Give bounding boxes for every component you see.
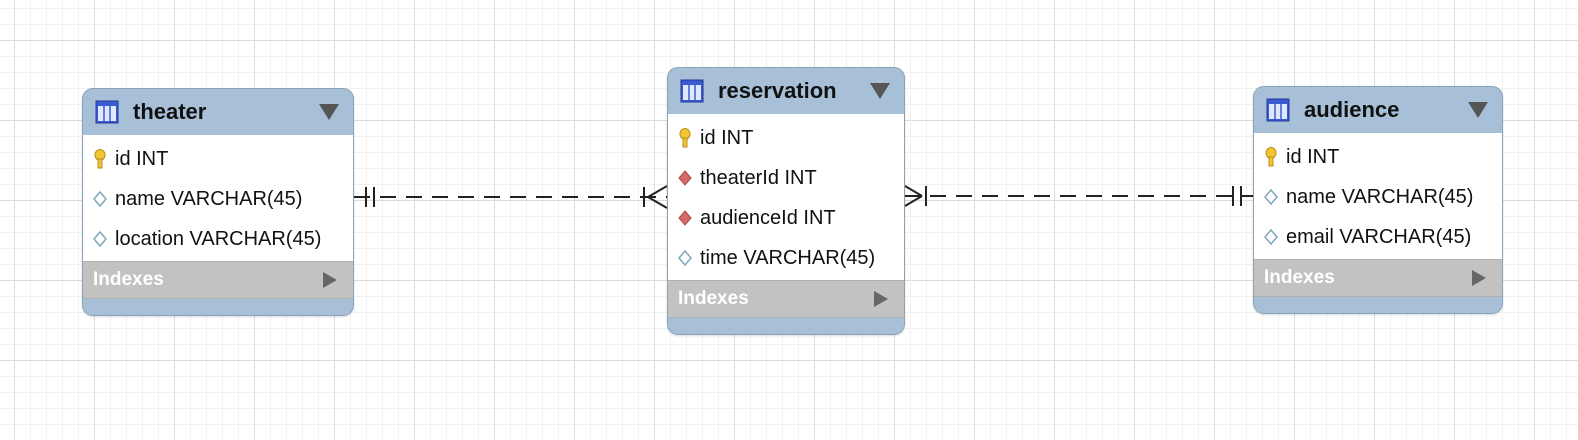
- relationship-reservation-audience[interactable]: [904, 185, 1253, 207]
- collapse-arrow-icon[interactable]: [319, 104, 339, 120]
- foreign-key-diamond-icon: [678, 170, 692, 186]
- column-label: id INT: [115, 147, 169, 170]
- column-label: location VARCHAR(45): [115, 227, 322, 250]
- indexes-label: Indexes: [678, 288, 749, 309]
- expand-arrow-icon[interactable]: [874, 291, 888, 307]
- column-row[interactable]: id INT: [83, 139, 353, 179]
- primary-key-icon: [1265, 147, 1277, 167]
- entity-title: reservation: [718, 78, 837, 103]
- column-label: audienceId INT: [700, 206, 836, 229]
- column-list: id INT theaterId INT audienceId INT time…: [668, 114, 904, 280]
- column-diamond-icon: [678, 249, 692, 267]
- entity-header[interactable]: reservation: [668, 68, 904, 114]
- column-diamond-icon: [1264, 188, 1278, 206]
- column-label: theaterId INT: [700, 166, 817, 189]
- column-row[interactable]: id INT: [1254, 137, 1502, 177]
- column-row[interactable]: id INT: [668, 118, 904, 158]
- primary-key-icon: [679, 128, 691, 148]
- entity-title: audience: [1304, 97, 1400, 122]
- entity-title: theater: [133, 99, 207, 124]
- table-icon: [95, 100, 119, 124]
- primary-key-icon: [94, 149, 106, 169]
- table-icon: [1266, 98, 1290, 122]
- collapse-arrow-icon[interactable]: [1468, 102, 1488, 118]
- collapse-arrow-icon[interactable]: [870, 83, 890, 99]
- table-icon: [680, 79, 704, 103]
- column-label: email VARCHAR(45): [1286, 225, 1472, 248]
- column-row[interactable]: time VARCHAR(45): [668, 238, 904, 278]
- column-row[interactable]: name VARCHAR(45): [83, 179, 353, 219]
- indexes-section[interactable]: Indexes: [668, 280, 904, 318]
- entity-footer: [83, 299, 353, 315]
- relationship-theater-reservation[interactable]: [354, 185, 668, 209]
- entity-header[interactable]: theater: [83, 89, 353, 135]
- entity-footer: [1254, 297, 1502, 313]
- column-list: id INT name VARCHAR(45) email VARCHAR(45…: [1254, 133, 1502, 259]
- column-row[interactable]: email VARCHAR(45): [1254, 217, 1502, 257]
- column-row[interactable]: audienceId INT: [668, 198, 904, 238]
- crows-foot-upper: [904, 185, 923, 197]
- column-label: name VARCHAR(45): [1286, 185, 1474, 208]
- column-label: id INT: [1286, 145, 1340, 168]
- column-label: id INT: [700, 126, 754, 149]
- entity-reservation[interactable]: reservation id INT theaterId INT: [667, 67, 905, 335]
- crows-foot-lower: [904, 195, 923, 207]
- crows-foot-upper: [647, 185, 668, 198]
- expand-arrow-icon[interactable]: [323, 272, 337, 288]
- column-label: time VARCHAR(45): [700, 246, 876, 269]
- indexes-label: Indexes: [1264, 267, 1335, 288]
- column-diamond-icon: [1264, 228, 1278, 246]
- indexes-section[interactable]: Indexes: [83, 261, 353, 299]
- entity-audience[interactable]: audience id INT name VARCHAR(45): [1253, 86, 1503, 314]
- column-label: name VARCHAR(45): [115, 187, 303, 210]
- column-list: id INT name VARCHAR(45) location VARCHAR…: [83, 135, 353, 261]
- indexes-label: Indexes: [93, 269, 164, 290]
- column-diamond-icon: [93, 230, 107, 248]
- foreign-key-diamond-icon: [678, 210, 692, 226]
- expand-arrow-icon[interactable]: [1472, 270, 1486, 286]
- entity-theater[interactable]: theater id INT name VARCHAR(45): [82, 88, 354, 316]
- column-row[interactable]: location VARCHAR(45): [83, 219, 353, 259]
- column-row[interactable]: name VARCHAR(45): [1254, 177, 1502, 217]
- entity-footer: [668, 318, 904, 334]
- column-row[interactable]: theaterId INT: [668, 158, 904, 198]
- indexes-section[interactable]: Indexes: [1254, 259, 1502, 297]
- entity-header[interactable]: audience: [1254, 87, 1502, 133]
- column-diamond-icon: [93, 190, 107, 208]
- crows-foot-lower: [647, 196, 668, 209]
